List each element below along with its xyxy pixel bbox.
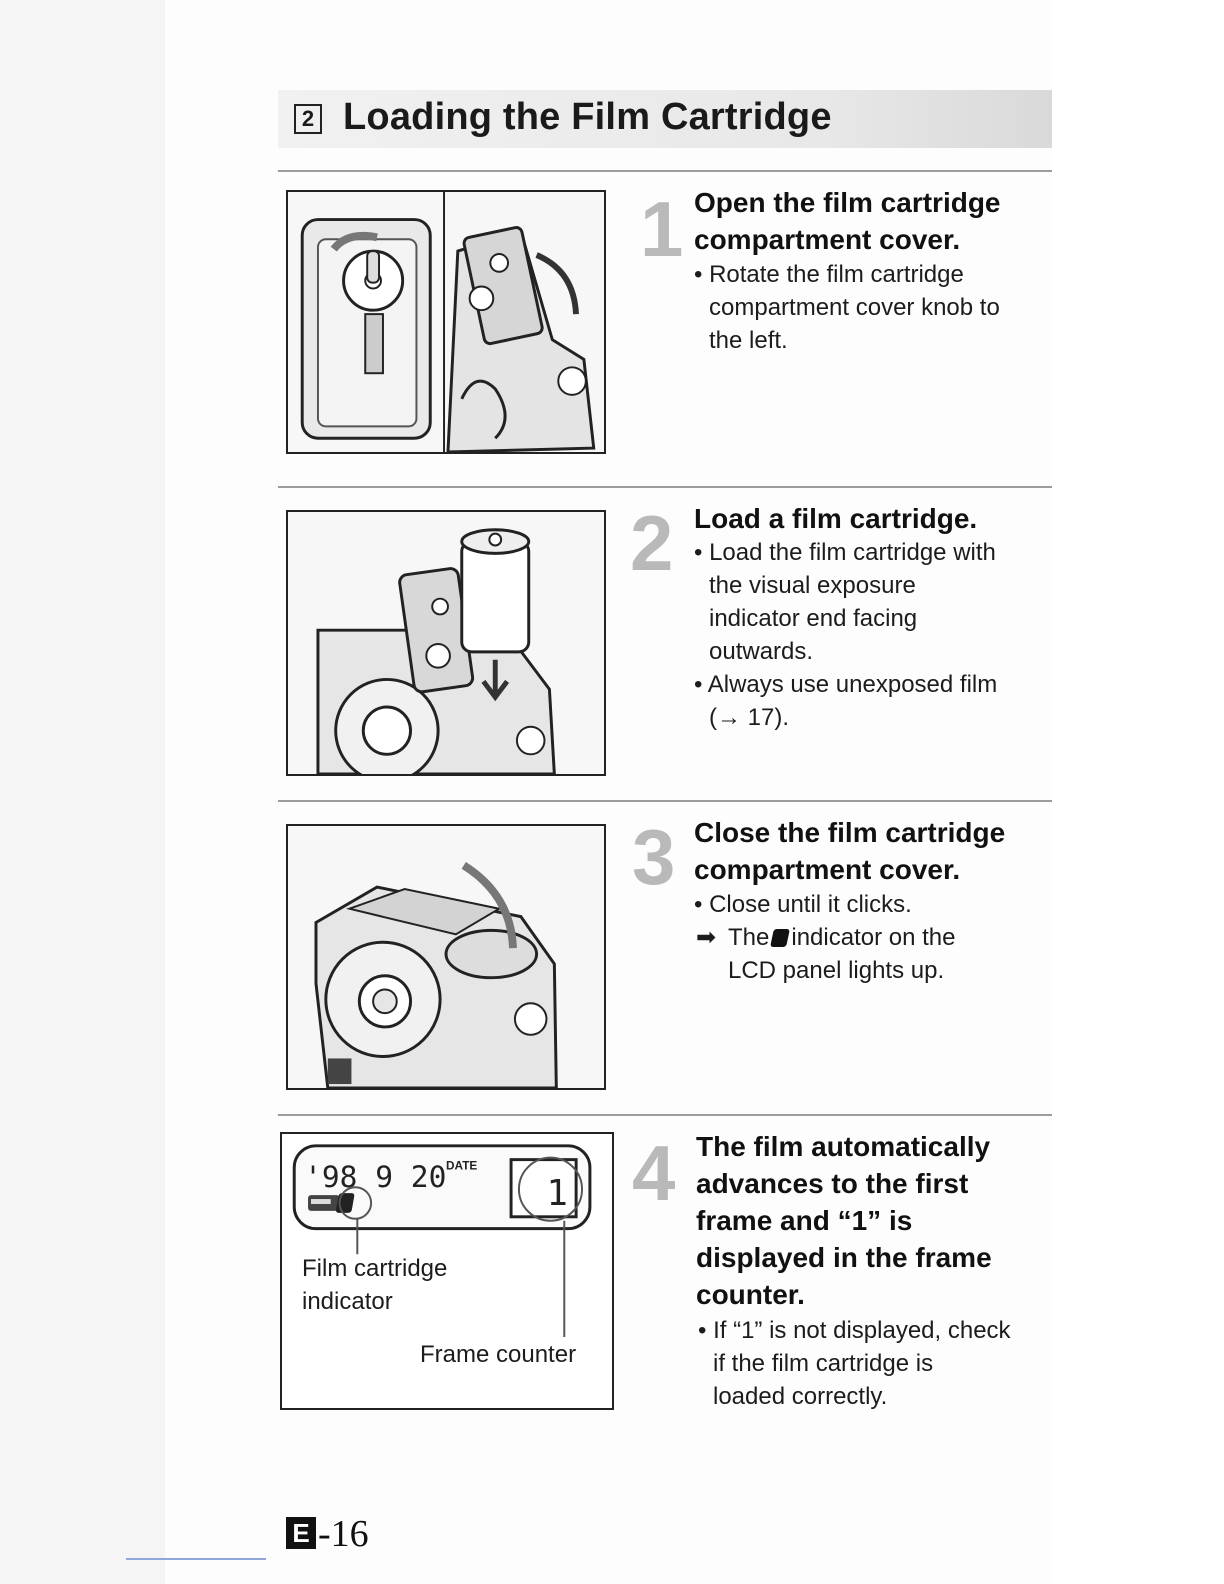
camera-open-cover-drawing xyxy=(300,192,596,452)
step-instructions: • Load the film cartridge with the visua… xyxy=(694,536,997,734)
instruction-line: outwards. xyxy=(709,638,814,665)
instruction-line: • Close until it clicks. xyxy=(694,891,912,918)
instruction-line: the left. xyxy=(709,327,788,354)
step-instructions: • Rotate the film cartridge compartment … xyxy=(694,258,1000,357)
camera-load-cartridge-drawing xyxy=(316,528,556,774)
step-heading: Open the film cartridge compartment cove… xyxy=(694,184,1001,258)
instruction-line: • If “1” is not displayed, check xyxy=(698,1317,1011,1344)
result-text: indicator on the xyxy=(791,924,956,951)
lcd-panel-drawing: '98 9 20 DATE 1 xyxy=(292,1144,592,1338)
film-cartridge-indicator-icon xyxy=(770,929,791,947)
instruction-line: if the film cartridge is xyxy=(713,1350,934,1377)
step-instructions: • Close until it clicks. ➡ The indicator o… xyxy=(694,888,955,987)
instruction-line: • Load the film cartridge with xyxy=(694,539,996,566)
rotation-arrow-icon xyxy=(535,252,579,315)
step-number: 3 xyxy=(632,813,676,901)
lcd-date-tag: DATE xyxy=(446,1158,477,1172)
heading-line: The film automatically xyxy=(696,1131,991,1162)
lcd-date-readout: '98 9 20 xyxy=(304,1160,446,1194)
heading-line: compartment cover. xyxy=(694,854,961,885)
close-arrow-icon xyxy=(461,862,517,949)
step1-illustration xyxy=(286,190,606,454)
page-right-margin xyxy=(1052,0,1224,1584)
label-film-cartridge-indicator: Film cartridge indicator xyxy=(302,1252,447,1318)
lcd-frame-counter: 1 xyxy=(547,1173,568,1214)
page-number: E-16 xyxy=(286,1512,369,1556)
label-line: Film cartridge xyxy=(302,1255,448,1282)
result-arrow-icon: ➡ xyxy=(696,924,717,951)
result-line: ➡ The indicator on the xyxy=(694,921,955,954)
instruction-line: indicator end facing xyxy=(709,605,918,632)
insert-arrow-icon xyxy=(481,659,510,702)
label-frame-counter: Frame counter xyxy=(420,1341,577,1368)
instruction-line: (→ 17). xyxy=(709,704,790,731)
result-text: LCD panel lights up. xyxy=(728,957,945,984)
instruction-line: • Always use unexposed film xyxy=(694,671,998,698)
heading-line: compartment cover. xyxy=(694,224,961,255)
camera-close-cover-drawing xyxy=(314,862,558,1088)
step-heading: Close the film cartridge compartment cov… xyxy=(694,814,1005,888)
heading-line: advances to the first xyxy=(696,1168,969,1199)
step-number: 1 xyxy=(640,185,684,273)
instruction-line: loaded correctly. xyxy=(713,1383,888,1410)
divider-rule xyxy=(278,800,1052,802)
divider-rule xyxy=(278,170,1052,172)
lcd-panel-illustration: '98 9 20 DATE 1 xyxy=(280,1132,614,1410)
section-number-box: 2 xyxy=(294,104,322,134)
step-heading: The film automatically advances to the f… xyxy=(696,1128,992,1313)
step-number: 4 xyxy=(632,1129,676,1217)
margin-line xyxy=(126,1558,266,1560)
instruction-line: the visual exposure xyxy=(709,572,916,599)
divider-rule xyxy=(278,486,1052,488)
page-number-text: -16 xyxy=(318,1513,369,1555)
page-left-margin xyxy=(0,0,165,1584)
heading-line: displayed in the frame xyxy=(696,1242,992,1273)
heading-line: frame and “1” is xyxy=(696,1205,913,1236)
step-heading: Load a film cartridge. xyxy=(694,500,977,537)
section-title-bar xyxy=(278,90,1052,148)
heading-line: Open the film cartridge xyxy=(694,187,1001,218)
step2-illustration xyxy=(286,510,606,776)
label-line: indicator xyxy=(302,1288,393,1315)
heading-line: Close the film cartridge xyxy=(694,817,1006,848)
step3-illustration xyxy=(286,824,606,1090)
language-badge: E xyxy=(286,1517,316,1549)
instruction-line: • Rotate the film cartridge xyxy=(694,261,964,288)
rotation-arrow-icon xyxy=(330,231,378,252)
heading-line: counter. xyxy=(696,1279,805,1310)
page-title: Loading the Film Cartridge xyxy=(343,96,832,138)
divider-rule xyxy=(278,1114,1052,1116)
film-cartridge-indicator-icon xyxy=(308,1193,355,1213)
step-instructions: • If “1” is not displayed, check if the … xyxy=(698,1314,1011,1413)
step-number: 2 xyxy=(630,499,674,587)
result-text: The xyxy=(728,924,770,951)
heading-line: Load a film cartridge. xyxy=(694,503,978,534)
instruction-line: compartment cover knob to xyxy=(709,294,1000,321)
